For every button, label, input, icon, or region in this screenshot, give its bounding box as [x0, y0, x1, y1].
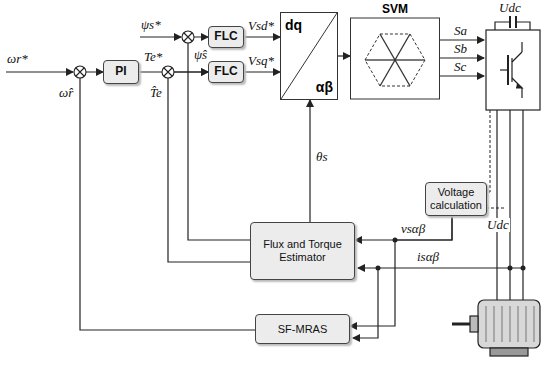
signal-connector	[338, 55, 350, 56]
edge-label: ψ̂s	[193, 48, 208, 62]
transform-box: dq αβ	[280, 12, 338, 100]
box-label: FLC	[214, 30, 237, 44]
signal-connector	[350, 216, 452, 326]
signal-label: isαβ	[416, 250, 440, 264]
box-label: Flux and Torque Estimator	[255, 238, 350, 263]
inverter-symbol	[486, 30, 540, 110]
edge-label: ω̂r	[58, 86, 74, 100]
signal-connector	[355, 216, 452, 240]
signal-connector	[244, 71, 280, 72]
transform-label: αβ	[316, 79, 333, 95]
edge-label: Te*	[143, 50, 163, 64]
signal-label: ψs*	[140, 18, 162, 32]
signal-label: ωr*	[6, 52, 29, 66]
signal-label: Udc	[498, 1, 522, 15]
edge-label: Vsq*	[247, 54, 275, 68]
signal-label: Sa	[453, 24, 468, 38]
motor-phase-wire	[497, 110, 523, 300]
box-label: Voltage calculation	[430, 186, 482, 211]
flux-reference-wire	[140, 36, 181, 37]
motor-symbol	[452, 300, 540, 356]
controller-box: PI	[103, 60, 139, 84]
capacitor-symbol	[495, 16, 530, 30]
reference-wire	[6, 71, 73, 72]
estimator-box: Flux and Torque Estimator	[250, 222, 355, 280]
signal-connector	[244, 36, 280, 37]
sense-wire	[481, 110, 490, 192]
signal-connector	[80, 72, 255, 330]
edge-label: Vsd*	[247, 19, 275, 33]
transform-label: dq	[285, 17, 302, 33]
edge-label: T̂e	[149, 86, 163, 100]
signal-label: Udc	[486, 218, 510, 232]
observer-box: SF-MRAS	[255, 314, 350, 344]
edge-label: θs	[315, 150, 328, 164]
fuzzy-controller-box: FLC	[208, 61, 244, 83]
signal-label: Sc	[453, 60, 467, 74]
signal-connector	[168, 72, 250, 262]
box-label: FLC	[214, 65, 237, 79]
process-box: Voltage calculation	[425, 182, 487, 216]
fuzzy-controller-box: FLC	[208, 26, 244, 48]
signal-connector	[188, 37, 250, 240]
gate-signal-wire	[440, 40, 484, 76]
edge-label: vsαβ	[400, 222, 426, 236]
junction-dot	[376, 238, 526, 271]
box-label: SF-MRAS	[278, 323, 328, 336]
signal-connector	[309, 100, 310, 222]
hexagon-symbol	[350, 2, 440, 100]
block-heading: SVM	[382, 2, 408, 16]
signal-label: Sb	[453, 42, 468, 56]
svm-block: SVM	[350, 2, 440, 100]
box-label: PI	[115, 65, 126, 79]
